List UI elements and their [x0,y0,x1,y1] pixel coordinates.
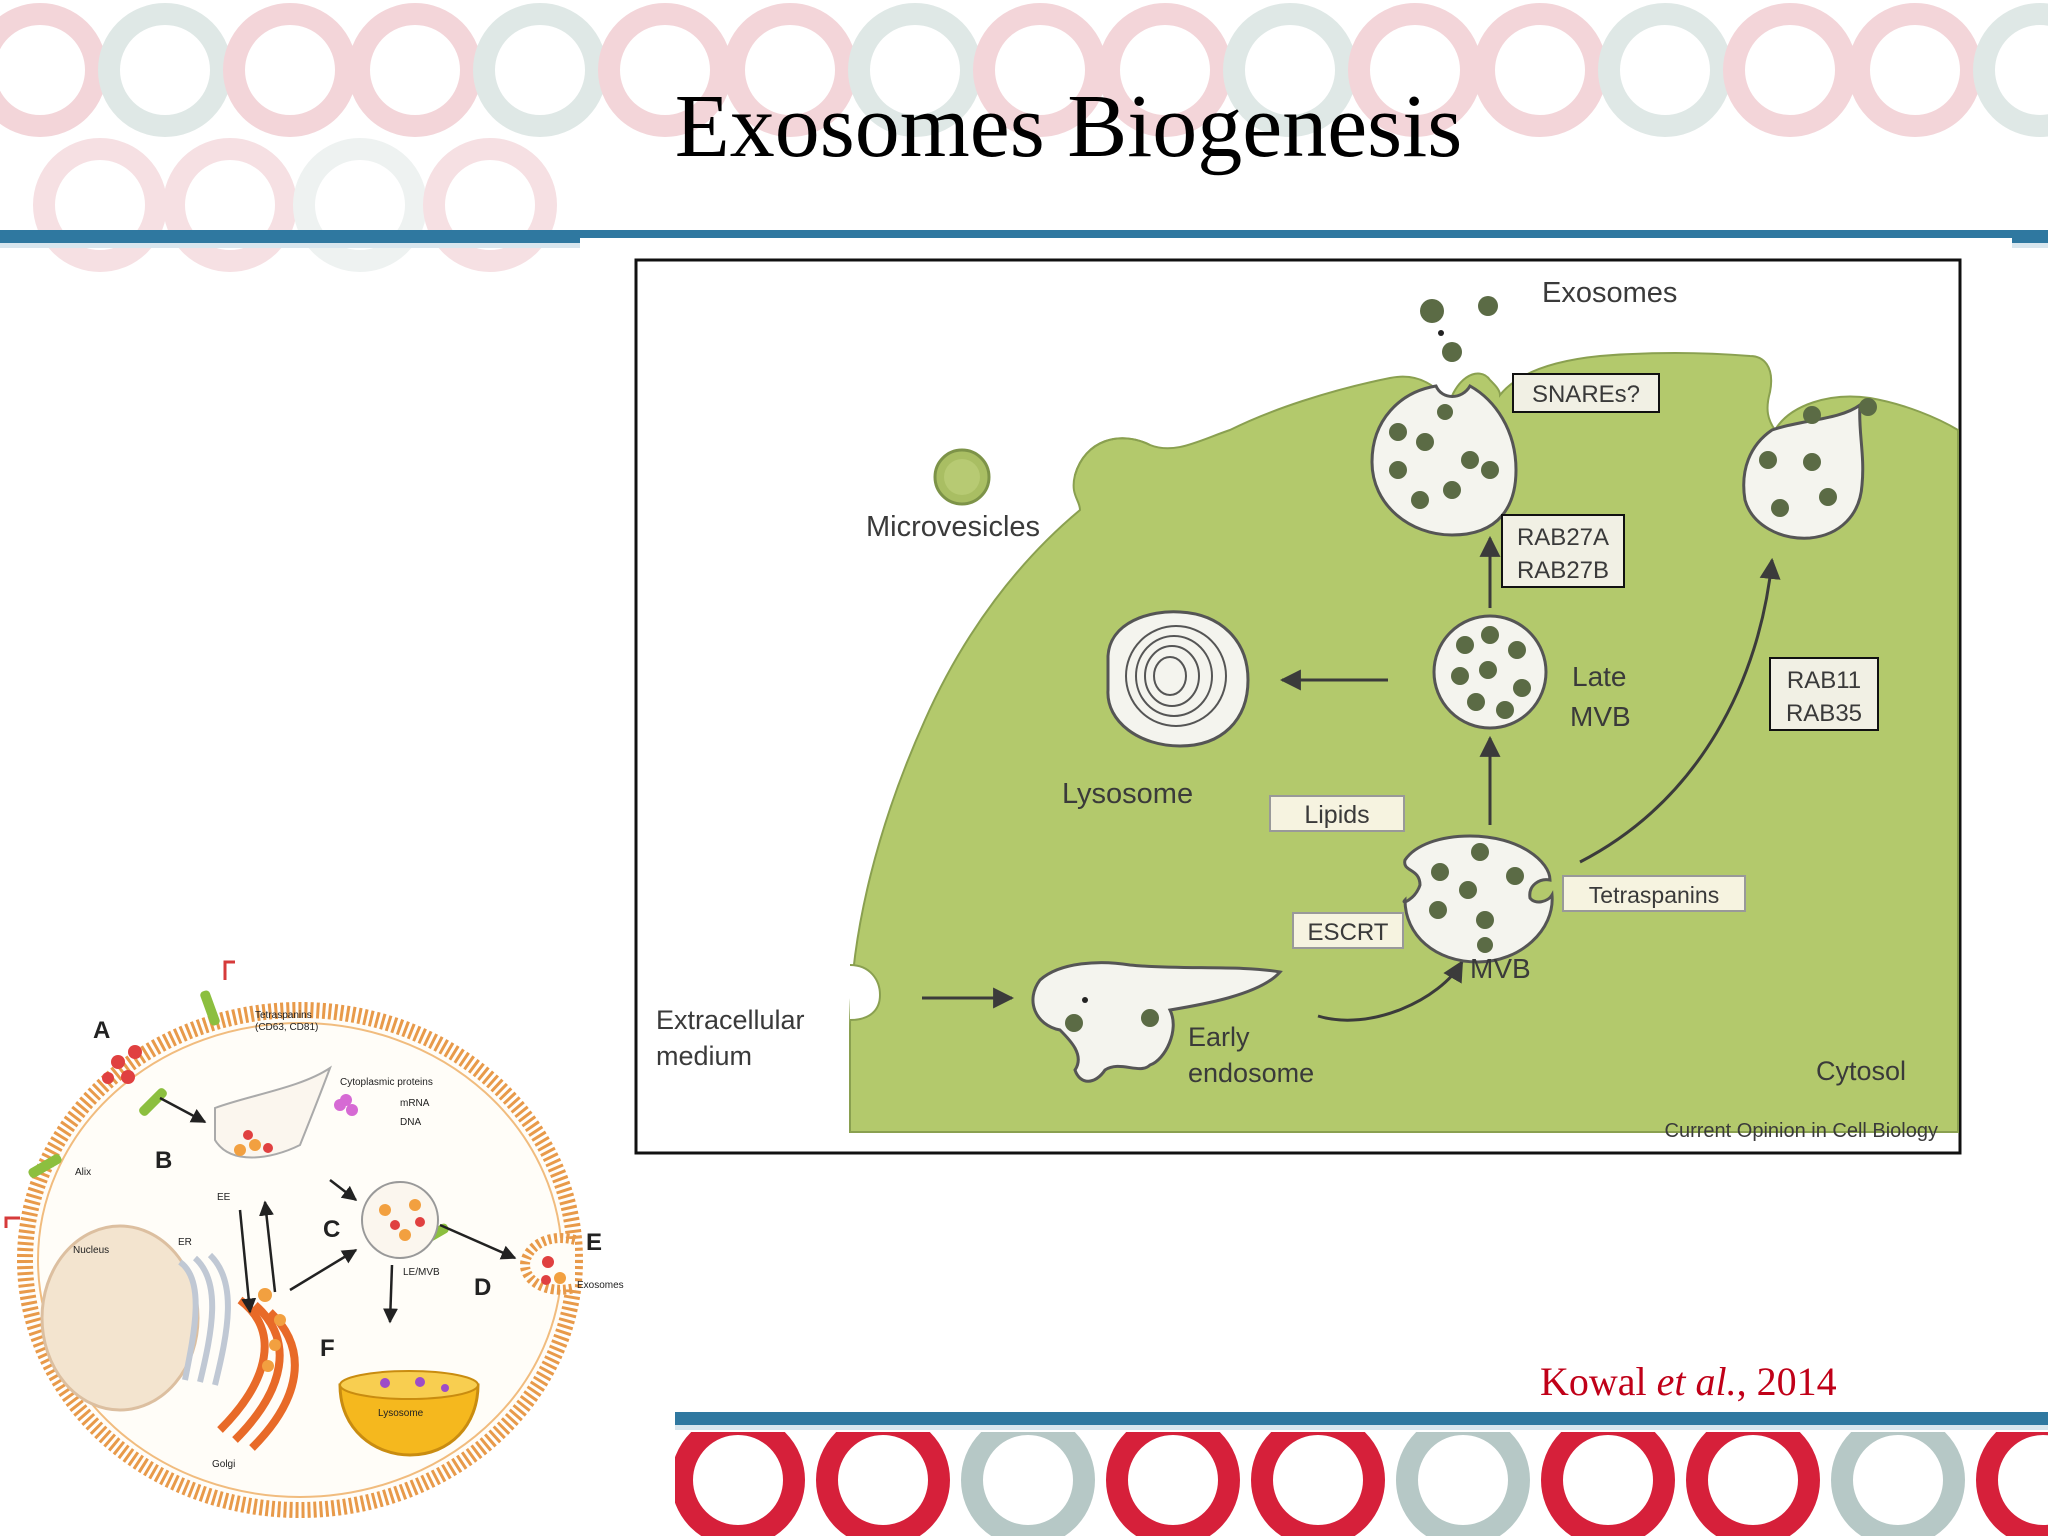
inset-label-ee: EE [217,1192,231,1203]
label-lysosome: Lysosome [1062,778,1193,810]
inset-label-d: D [474,1274,491,1301]
inset-label-b: B [155,1147,172,1174]
label-extracellular: Extracellular [656,1005,805,1035]
inset-label-cytoplasmic: Cytoplasmic proteins [340,1077,433,1088]
inset-label-alix: Alix [75,1167,91,1178]
label-lipids: Lipids [1304,801,1369,829]
lysosome [1106,610,1250,748]
inset-label-cd: (CD63, CD81) [255,1022,318,1033]
label-snares: SNAREs? [1532,381,1640,408]
inset-label-lysosome: Lysosome [378,1408,424,1419]
label-rab11: RAB11 [1787,667,1861,694]
label-late: Late [1572,661,1627,692]
inset-label-e: E [586,1229,602,1256]
citation-author: Kowal [1540,1359,1647,1404]
label-rab27a: RAB27A [1517,524,1609,551]
label-medium: medium [656,1041,752,1071]
citation-etal: et al. [1656,1359,1737,1404]
inset-lysosome [338,1383,480,1457]
exosome-particles [1420,296,1498,362]
main-figure: SNAREs? Exosomes Microvesicles RAB27A RA… [634,258,1962,1155]
label-source: Current Opinion in Cell Biology [1665,1120,1938,1142]
inset-label-a: A [93,1017,110,1044]
inset-figure: A B C D E F Tetraspanins (CD63, CD81) Cy… [4,960,624,1518]
label-tetraspanins: Tetraspanins [1589,882,1719,908]
inset-label-er: ER [178,1237,192,1248]
label-mvb: MVB [1470,953,1531,984]
page-title: Exosomes Biogenesis [674,77,1463,176]
inset-label-c: C [323,1216,340,1243]
label-cytosol: Cytosol [1816,1056,1906,1086]
citation: Kowal et al., 2014 [1540,1358,1837,1405]
label-mvb-late: MVB [1570,701,1631,732]
inset-label-nucleus: Nucleus [73,1245,109,1256]
label-rab27b: RAB27B [1517,557,1609,584]
inset-label-lemvb: LE/MVB [403,1267,440,1278]
inset-label-exosomes: Exosomes [577,1280,624,1291]
citation-year: , 2014 [1736,1359,1837,1404]
inset-nucleus [40,1224,200,1412]
inset-label-golgi: Golgi [212,1459,235,1470]
bottom-decoration [675,1412,2048,1536]
label-early: Early [1188,1022,1250,1052]
label-rab35: RAB35 [1786,700,1862,727]
label-endosome: endosome [1188,1058,1314,1088]
inset-label-f: F [320,1335,335,1362]
label-exosomes: Exosomes [1542,277,1677,309]
inset-er [178,1252,231,1386]
label-escrt: ESCRT [1308,919,1389,946]
fusing-mvb-left [1370,383,1518,537]
inset-label-mrna: mRNA [400,1098,430,1109]
inset-label-tetraspanins: Tetraspanins [255,1010,312,1021]
label-microvesicles: Microvesicles [866,511,1040,543]
top-ring-decoration [0,3,2048,272]
inset-label-dna: DNA [400,1117,421,1128]
